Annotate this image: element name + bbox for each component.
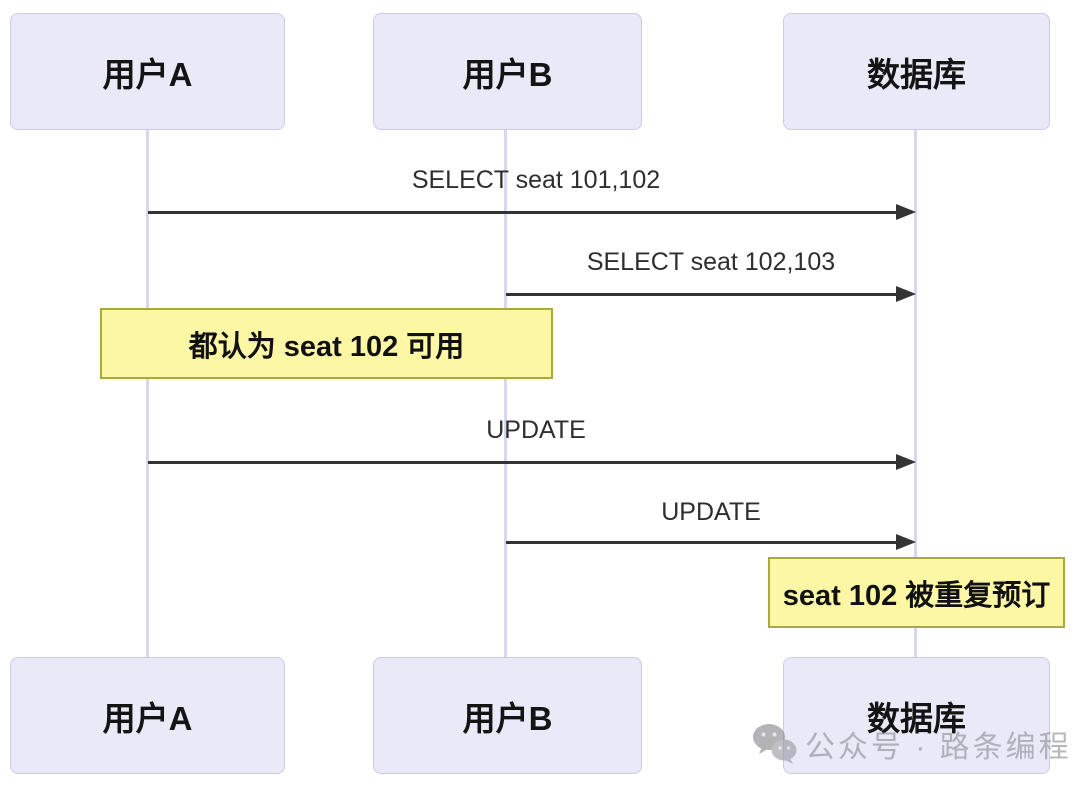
note-label: 都认为 seat 102 可用	[188, 330, 465, 363]
watermark-text: 公众号 · 路条编程	[805, 731, 1072, 764]
message-arrow-line	[506, 541, 898, 544]
actor-label-userB: 用户B	[462, 699, 553, 737]
arrowhead-icon	[896, 454, 916, 470]
message-label-select-101-102: SELECT seat 101,102	[411, 166, 661, 194]
lifeline-userA	[146, 130, 149, 657]
actor-box-userA-bottom: 用户A	[10, 657, 285, 774]
watermark: 公众号 · 路条编程	[752, 722, 1072, 766]
note-seat-102-available: 都认为 seat 102 可用	[100, 308, 553, 379]
actor-label-userA: 用户A	[102, 699, 193, 737]
note-label: seat 102 被重复预订	[782, 579, 1051, 612]
lifeline-database	[914, 130, 917, 657]
message-arrow-line	[148, 211, 898, 214]
note-seat-102-double-booked: seat 102 被重复预订	[768, 557, 1065, 628]
actor-box-database-top: 数据库	[783, 13, 1050, 130]
actor-label-database: 数据库	[867, 55, 966, 93]
actor-box-userB-bottom: 用户B	[373, 657, 642, 774]
actor-box-userA-top: 用户A	[10, 13, 285, 130]
message-label-select-102-103: SELECT seat 102,103	[586, 248, 836, 276]
message-label-update-a: UPDATE	[486, 416, 586, 444]
message-arrow-line	[506, 293, 898, 296]
actor-label-database: 数据库	[867, 699, 966, 737]
arrowhead-icon	[896, 286, 916, 302]
arrowhead-icon	[896, 534, 916, 550]
actor-label-userB: 用户B	[462, 55, 553, 93]
wechat-icon	[753, 724, 797, 764]
actor-label-userA: 用户A	[102, 55, 193, 93]
message-label-update-b: UPDATE	[661, 498, 761, 526]
actor-box-database-bottom: 数据库	[783, 657, 1050, 774]
actor-box-userB-top: 用户B	[373, 13, 642, 130]
message-arrow-line	[148, 461, 898, 464]
lifeline-userB	[504, 130, 507, 657]
arrowhead-icon	[896, 204, 916, 220]
